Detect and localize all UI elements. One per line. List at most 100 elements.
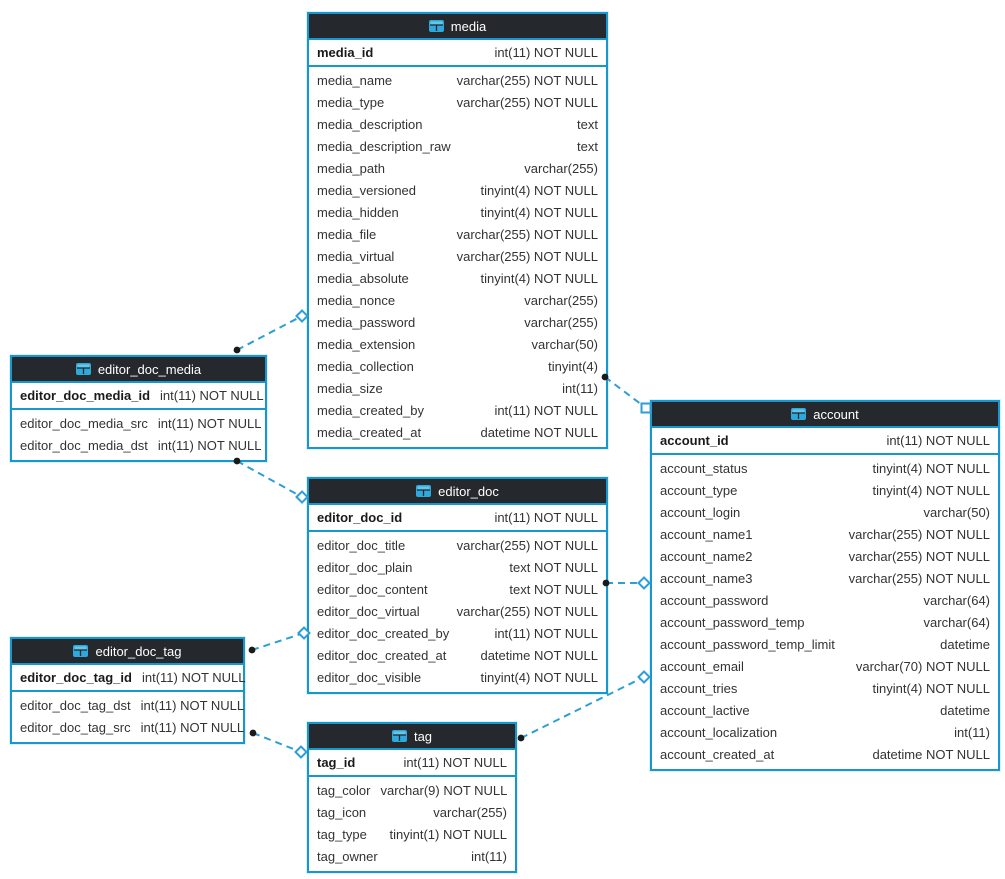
column-type: varchar(255) NOT NULL [848,570,990,586]
column-type: varchar(64) [923,614,990,630]
column-type: datetime NOT NULL [480,647,598,663]
column-name: media_path [317,160,385,176]
column-name: tag_id [317,755,356,770]
table-title: media [450,18,487,34]
table-title: editor_doc_media [97,361,202,377]
table-header-editor_doc_tag[interactable]: editor_doc_tag [12,639,243,665]
column-name: tag_type [317,826,367,842]
table-header-tag[interactable]: tag [309,724,515,750]
table-header-editor_doc[interactable]: editor_doc [309,479,606,505]
column-name: editor_doc_created_at [317,647,447,663]
relationship-endpoint-diamond [295,490,309,504]
column-name: account_password_temp_limit [660,636,835,652]
column-row[interactable]: media_type varchar(255) NOT NULL [309,91,606,113]
column-name: editor_doc_content [317,581,428,597]
table-header-media[interactable]: media [309,14,606,40]
column-name: media_type [317,94,385,110]
column-name: media_description_raw [317,138,451,154]
column-type: datetime NOT NULL [872,746,990,762]
column-type: int(11) NOT NULL [157,415,262,431]
table-icon [73,645,89,657]
relationship-editor_doc_media-to-editor_doc [233,457,309,504]
table-header-editor_doc_media[interactable]: editor_doc_media [12,357,265,383]
relationship-line [236,315,303,351]
table-title: editor_doc [438,483,499,499]
table-header-account[interactable]: account [652,402,998,428]
relationship-line [251,632,305,651]
column-name: editor_doc_virtual [317,603,420,619]
column-type: varchar(255) NOT NULL [456,603,598,619]
column-type: tinyint(4) NOT NULL [480,204,598,220]
column-name: media_file [317,226,377,242]
column-row[interactable]: editor_doc_created_at datetime NOT NULL [309,644,606,666]
column-name: editor_doc_media_dst [20,437,148,453]
column-type: tinyint(4) NOT NULL [480,182,598,198]
table-title: editor_doc_tag [95,643,182,659]
column-name: media_name [317,72,393,88]
column-type: varchar(9) NOT NULL [380,782,508,798]
column-row[interactable]: editor_doc_virtual varchar(255) NOT NULL [309,600,606,622]
column-name: editor_doc_title [317,537,406,553]
relationship-endpoint-dot [517,734,525,742]
column-type: varchar(255) NOT NULL [456,94,598,110]
column-name: editor_doc_plain [317,559,413,575]
